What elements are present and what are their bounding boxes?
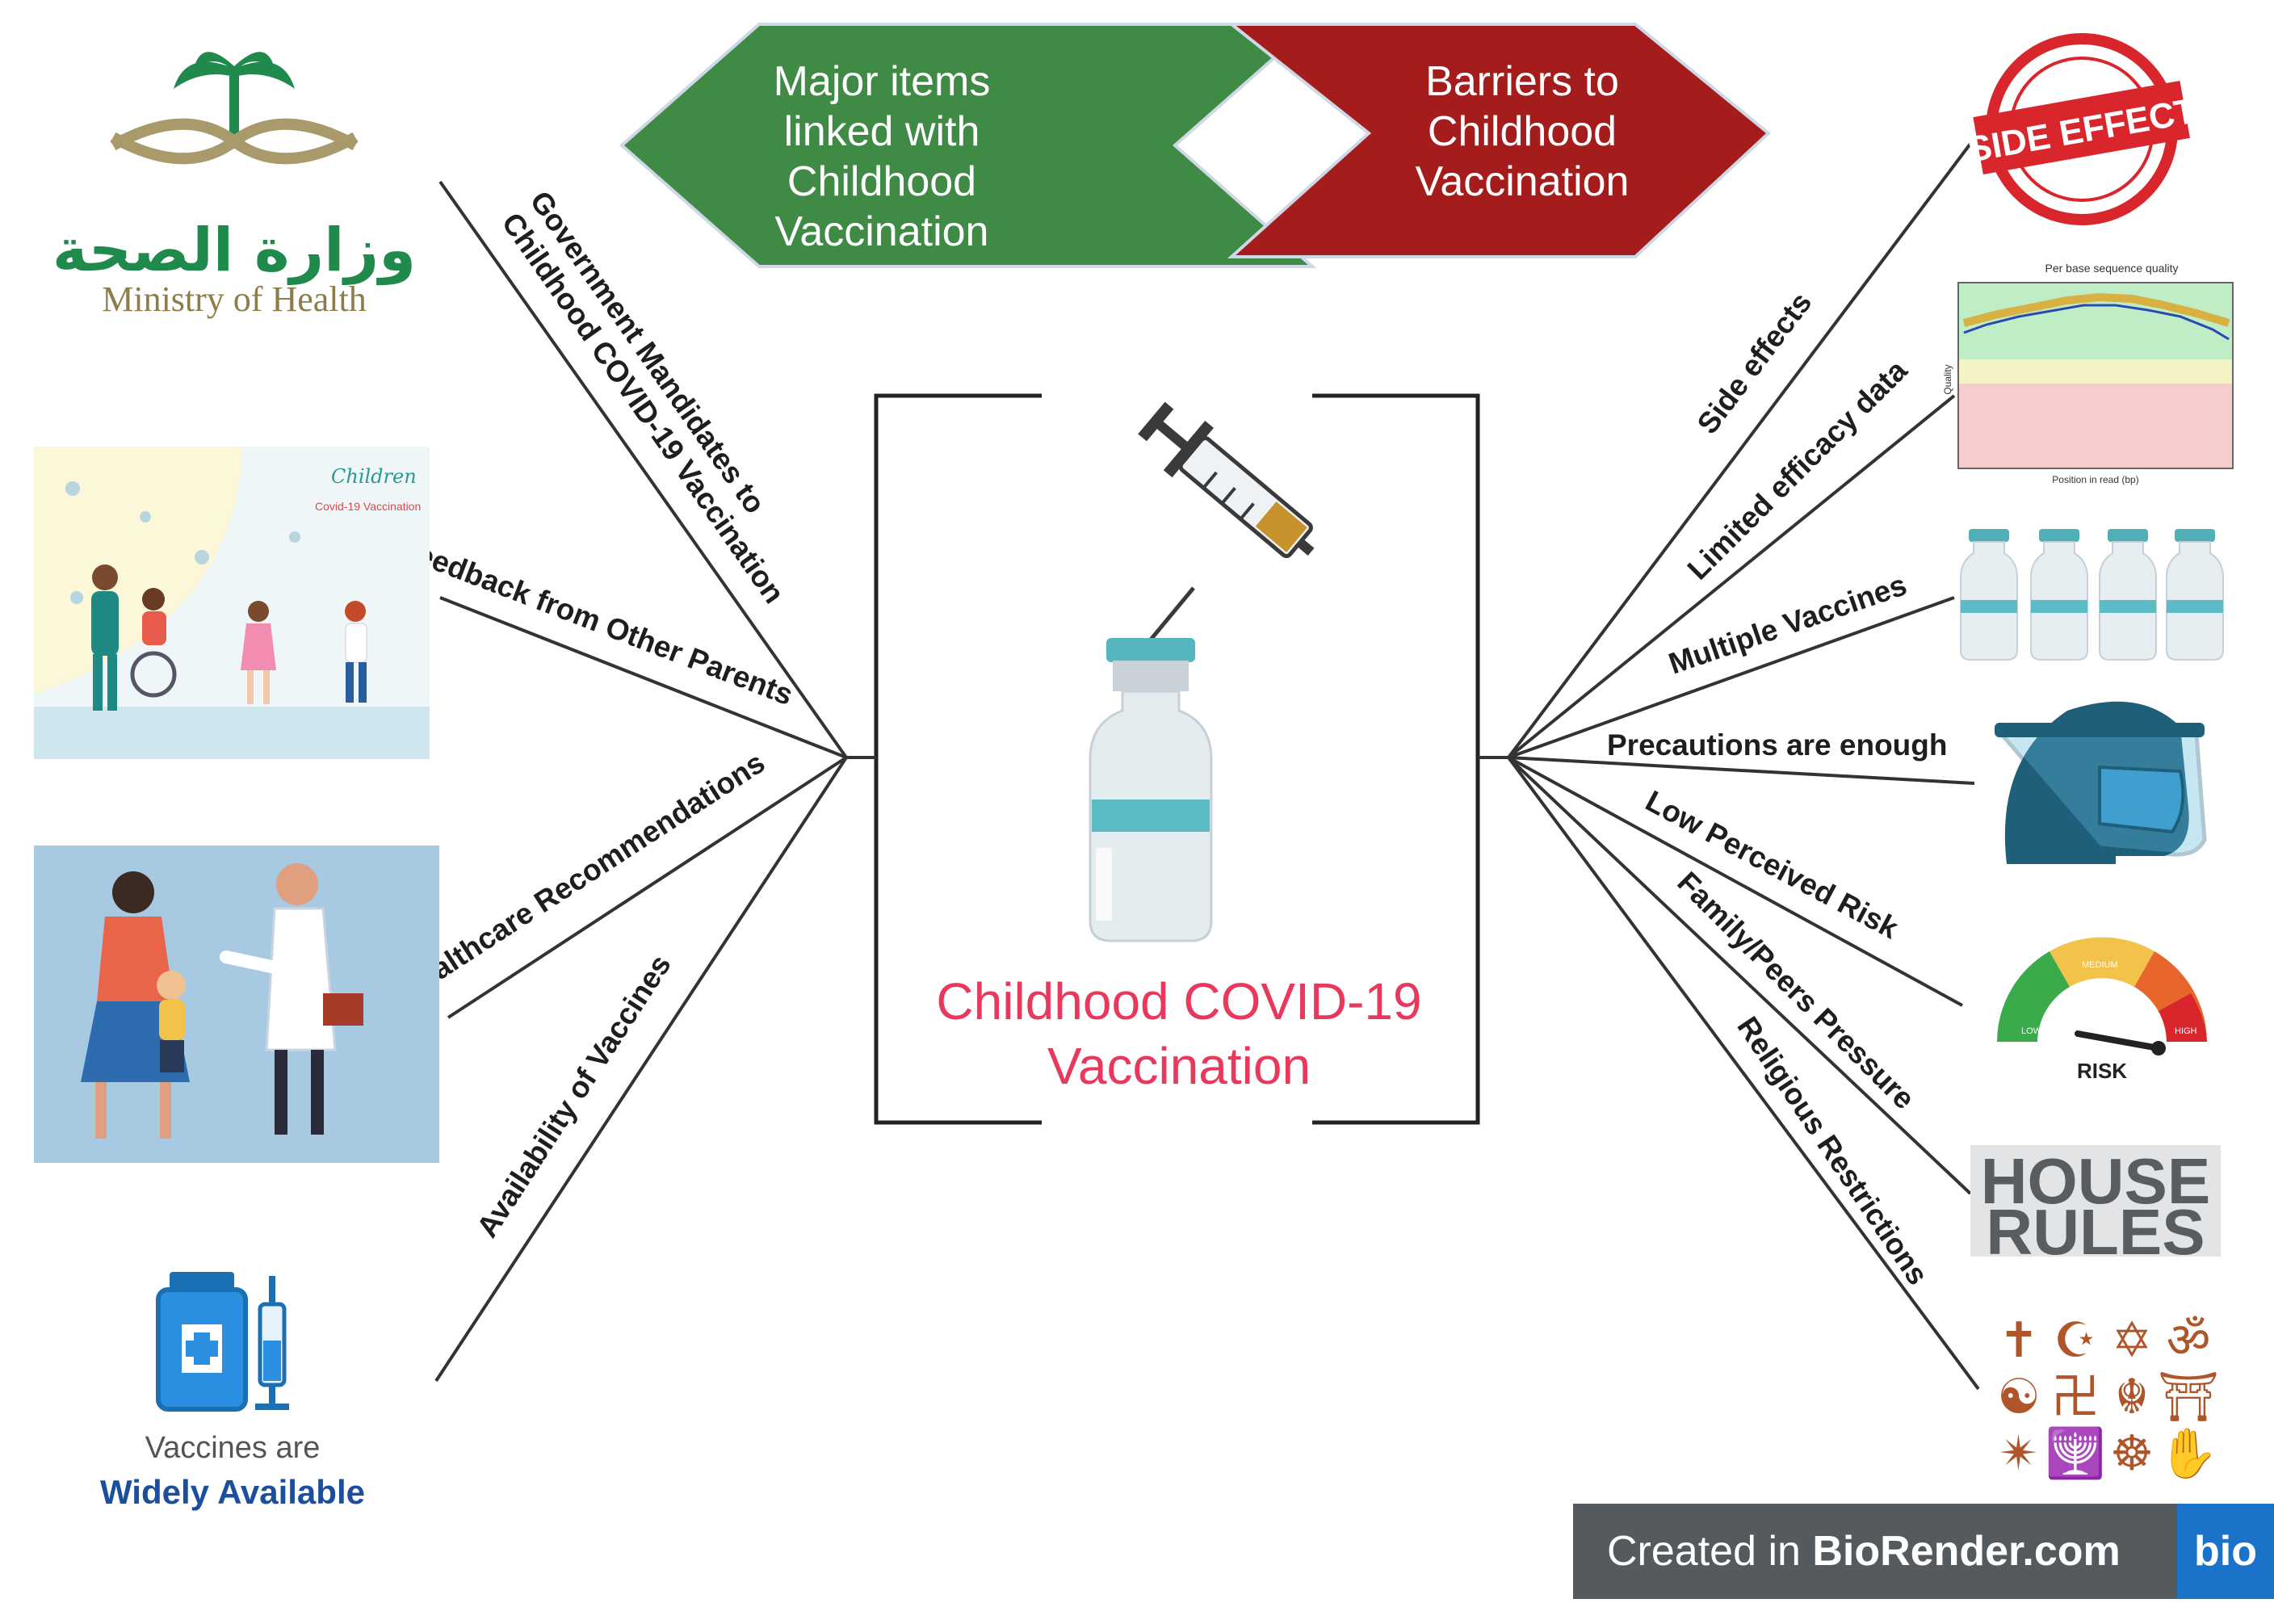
- biorender-brand: BioRender.com: [1812, 1528, 2121, 1575]
- symbol-12: ✋: [2159, 1425, 2219, 1482]
- left-label-healthcare: Healthcare Recommendations: [393, 745, 770, 1006]
- center-title-line-1: Childhood COVID-19: [936, 972, 1421, 1030]
- right-label-religious: Religious Restrictions: [1731, 1011, 1934, 1291]
- quality-ylabel: Quality: [1942, 364, 1953, 394]
- vaccines-available-icon: Vaccines are Widely Available: [100, 1272, 365, 1511]
- risk-medium-label: MEDIUM: [2082, 960, 2118, 970]
- right-fishbone: [1478, 142, 1980, 1391]
- vaccination-clinic-illustration: Children Covid-19 Vaccination: [34, 447, 430, 759]
- quality-title: Per base sequence quality: [2045, 262, 2179, 275]
- banner-right-line-2: Childhood: [1428, 108, 1617, 155]
- symbol-6: 卍: [2051, 1369, 2100, 1425]
- doctor-parent-illustration: [34, 846, 439, 1163]
- symbol-11: ☸: [2110, 1425, 2154, 1482]
- banner-right-line-3: Vaccination: [1416, 158, 1630, 205]
- symbol-4: ॐ: [2167, 1312, 2211, 1369]
- house-rules-icon: HOUSE RULES: [1970, 1145, 2221, 1268]
- right-label-side-effects: Side effects: [1691, 286, 1819, 440]
- moh-english: Ministry of Health: [102, 279, 367, 319]
- created-in-text: Created in: [1607, 1528, 1813, 1575]
- symbol-1: ✝: [1999, 1312, 2039, 1369]
- vaccine-vial-icon: [1089, 638, 1213, 942]
- risk-low-label: LOW: [2021, 1026, 2042, 1036]
- risk-label: RISK: [2077, 1059, 2127, 1083]
- risk-high-label: HIGH: [2175, 1026, 2197, 1036]
- right-label-precautions: Precautions are enough: [1607, 728, 1948, 762]
- side-effect-stamp: SIDE EFFECT: [1965, 33, 2199, 225]
- banner-left-line-1: Major items: [774, 58, 991, 105]
- left-fishbone: [434, 180, 876, 1383]
- sequence-quality-chart-thumbnail: Per base sequence quality Position in re…: [1942, 262, 2234, 485]
- symbol-2: ☪: [2054, 1312, 2097, 1369]
- banner-barriers: Barriers to Childhood Vaccination: [1227, 23, 1772, 258]
- risk-gauge-icon: LOW MEDIUM HIGH RISK: [1997, 937, 2207, 1083]
- symbol-8: ⛩: [2158, 1369, 2219, 1425]
- banner-left-line-2: linked with: [784, 108, 980, 155]
- banner-major-items: Major items linked with Childhood Vaccin…: [619, 23, 1317, 268]
- symbol-5: ☯: [1997, 1369, 2041, 1425]
- center-title-line-2: Vaccination: [1047, 1037, 1311, 1095]
- syringe-icon: [1138, 401, 1315, 646]
- clinic-caption: Children: [331, 465, 417, 488]
- moh-arabic: وزارة الصحة: [52, 216, 416, 286]
- ministry-of-health-logo: وزارة الصحة Ministry of Health: [52, 52, 416, 319]
- symbol-3: ✡: [2112, 1312, 2152, 1369]
- banner-left-line-4: Vaccination: [775, 208, 989, 255]
- vaccines-available-line-2: Widely Available: [100, 1473, 365, 1511]
- symbol-10: 🕎: [2045, 1425, 2106, 1482]
- quality-xlabel: Position in read (bp): [2052, 474, 2138, 485]
- multiple-vials-icon: [1960, 529, 2224, 661]
- left-label-government-2: Childhood COVID-19 Vaccination: [495, 207, 791, 609]
- religious-symbols-icon: ✝ ☪ ✡ ॐ ☯ 卍 ☬ ⛩ ✴ 🕎 ☸ ✋: [1997, 1312, 2219, 1482]
- symbol-9: ✴: [1999, 1425, 2039, 1482]
- clinic-subcaption: Covid-19 Vaccination: [315, 500, 421, 513]
- biorender-logo: bio: [2177, 1504, 2274, 1599]
- right-label-multiple-vaccines: Multiple Vaccines: [1664, 568, 1911, 680]
- vaccines-available-line-1: Vaccines are: [145, 1431, 321, 1465]
- house-rules-line-2: RULES: [1986, 1196, 2205, 1268]
- biorender-badge: Created in BioRender.com bio: [1573, 1504, 2274, 1599]
- biorender-text: Created in BioRender.com: [1573, 1527, 2177, 1576]
- banner-right-line-1: Barriers to: [1425, 58, 1619, 105]
- symbol-7: ☬: [2115, 1369, 2150, 1425]
- banner-left-line-3: Childhood: [787, 158, 976, 205]
- face-shield-mask-icon: [1994, 701, 2207, 864]
- left-label-availability: Availability of Vaccines: [470, 949, 678, 1243]
- house-rules-line-1: HOUSE: [1981, 1145, 2211, 1217]
